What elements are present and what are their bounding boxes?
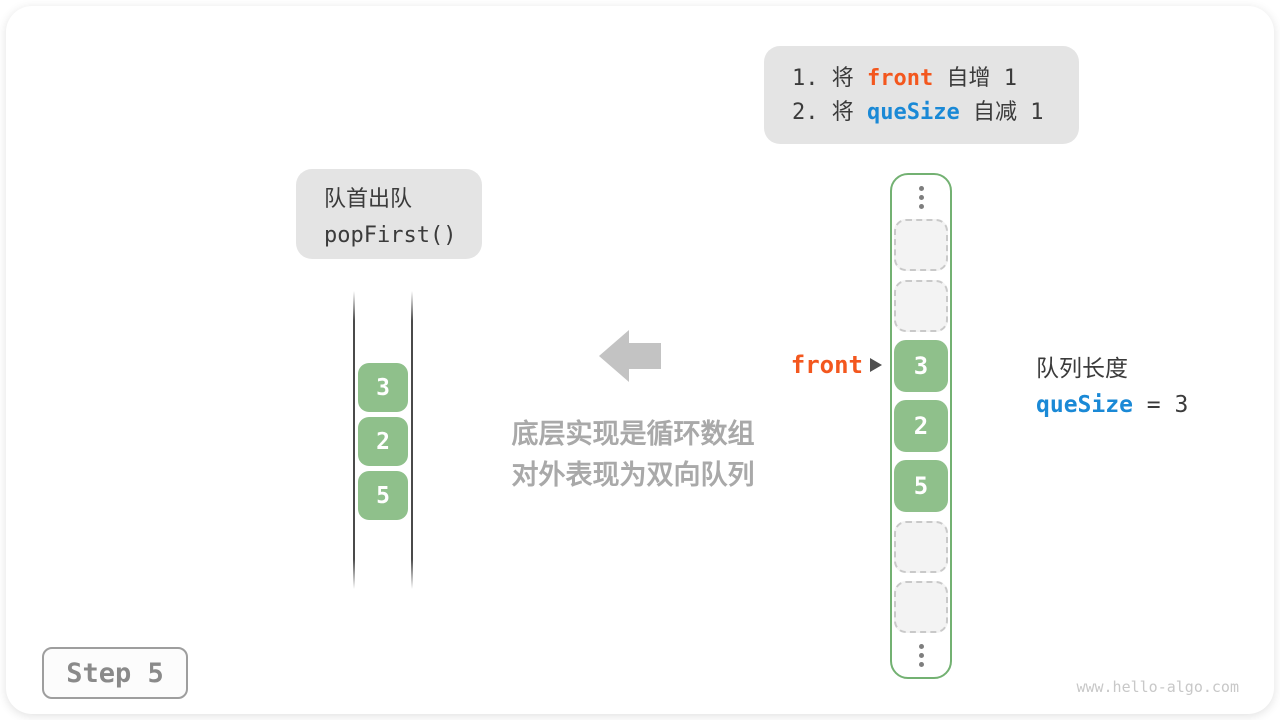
- left-arrow-tail: [629, 343, 661, 369]
- queue-cell: 3: [358, 363, 408, 412]
- ellipsis-icon: [918, 183, 924, 211]
- circular-array: 3 2 5: [890, 173, 952, 679]
- array-cell-empty: [894, 279, 948, 332]
- left-arrow-head: [599, 330, 629, 382]
- operation-box: 队首出队 popFirst(): [296, 169, 482, 259]
- array-cell-empty: [894, 520, 948, 573]
- array-cell-filled: 2: [894, 400, 948, 452]
- array-cell-filled: 5: [894, 460, 948, 513]
- array-cell-empty: [894, 580, 948, 633]
- step-label: Step 5: [66, 657, 164, 689]
- operation-code: popFirst(): [324, 223, 457, 248]
- front-pointer: front: [766, 350, 882, 380]
- front-variable-ref: front: [866, 66, 934, 91]
- instruction-line-2: 2. 将 queSize 自减 1: [792, 96, 1079, 130]
- queue-length-value: queSize = 3: [1036, 392, 1188, 418]
- instruction-1-prefix: 1. 将: [792, 66, 867, 91]
- abstract-queue-cells: 3 2 5: [358, 363, 408, 520]
- watermark: www.hello-algo.com: [1076, 678, 1239, 696]
- queue-cell: 5: [358, 471, 408, 520]
- quesize-variable: queSize: [1036, 392, 1133, 418]
- abstract-queue: 3 2 5: [353, 291, 413, 589]
- quesize-equals-value: = 3: [1132, 392, 1189, 418]
- instruction-2-suffix: 自减 1: [959, 100, 1044, 125]
- front-pointer-label: front: [790, 351, 863, 379]
- figure-canvas: 1. 将 front 自增 1 2. 将 queSize 自减 1 队首出队 p…: [6, 6, 1274, 714]
- queue-length-title: 队列长度: [1036, 356, 1128, 382]
- array-cell-filled: 3: [894, 339, 948, 392]
- array-cell-empty: [894, 219, 948, 272]
- instruction-2-prefix: 2. 将: [792, 100, 867, 125]
- ellipsis-icon: [918, 641, 924, 669]
- instruction-box: 1. 将 front 自增 1 2. 将 queSize 自减 1: [764, 46, 1079, 144]
- queue-cell: 2: [358, 417, 408, 466]
- instruction-line-1: 1. 将 front 自增 1: [792, 62, 1079, 96]
- step-badge: Step 5: [42, 647, 188, 699]
- instruction-1-suffix: 自增 1: [933, 66, 1017, 91]
- caption-line-1: 底层实现是循环数组: [511, 419, 755, 450]
- queue-left-wall: [353, 291, 355, 589]
- quesize-variable-ref: queSize: [866, 100, 960, 125]
- left-arrow-icon: [599, 330, 661, 382]
- queue-length-info: 队列长度 queSize = 3: [1036, 354, 1188, 418]
- caption: 底层实现是循环数组 对外表现为双向队列: [456, 414, 810, 496]
- operation-title: 队首出队: [324, 187, 413, 212]
- queue-right-wall: [411, 291, 413, 589]
- right-arrowhead-icon: [870, 358, 882, 372]
- caption-line-2: 对外表现为双向队列: [511, 460, 755, 491]
